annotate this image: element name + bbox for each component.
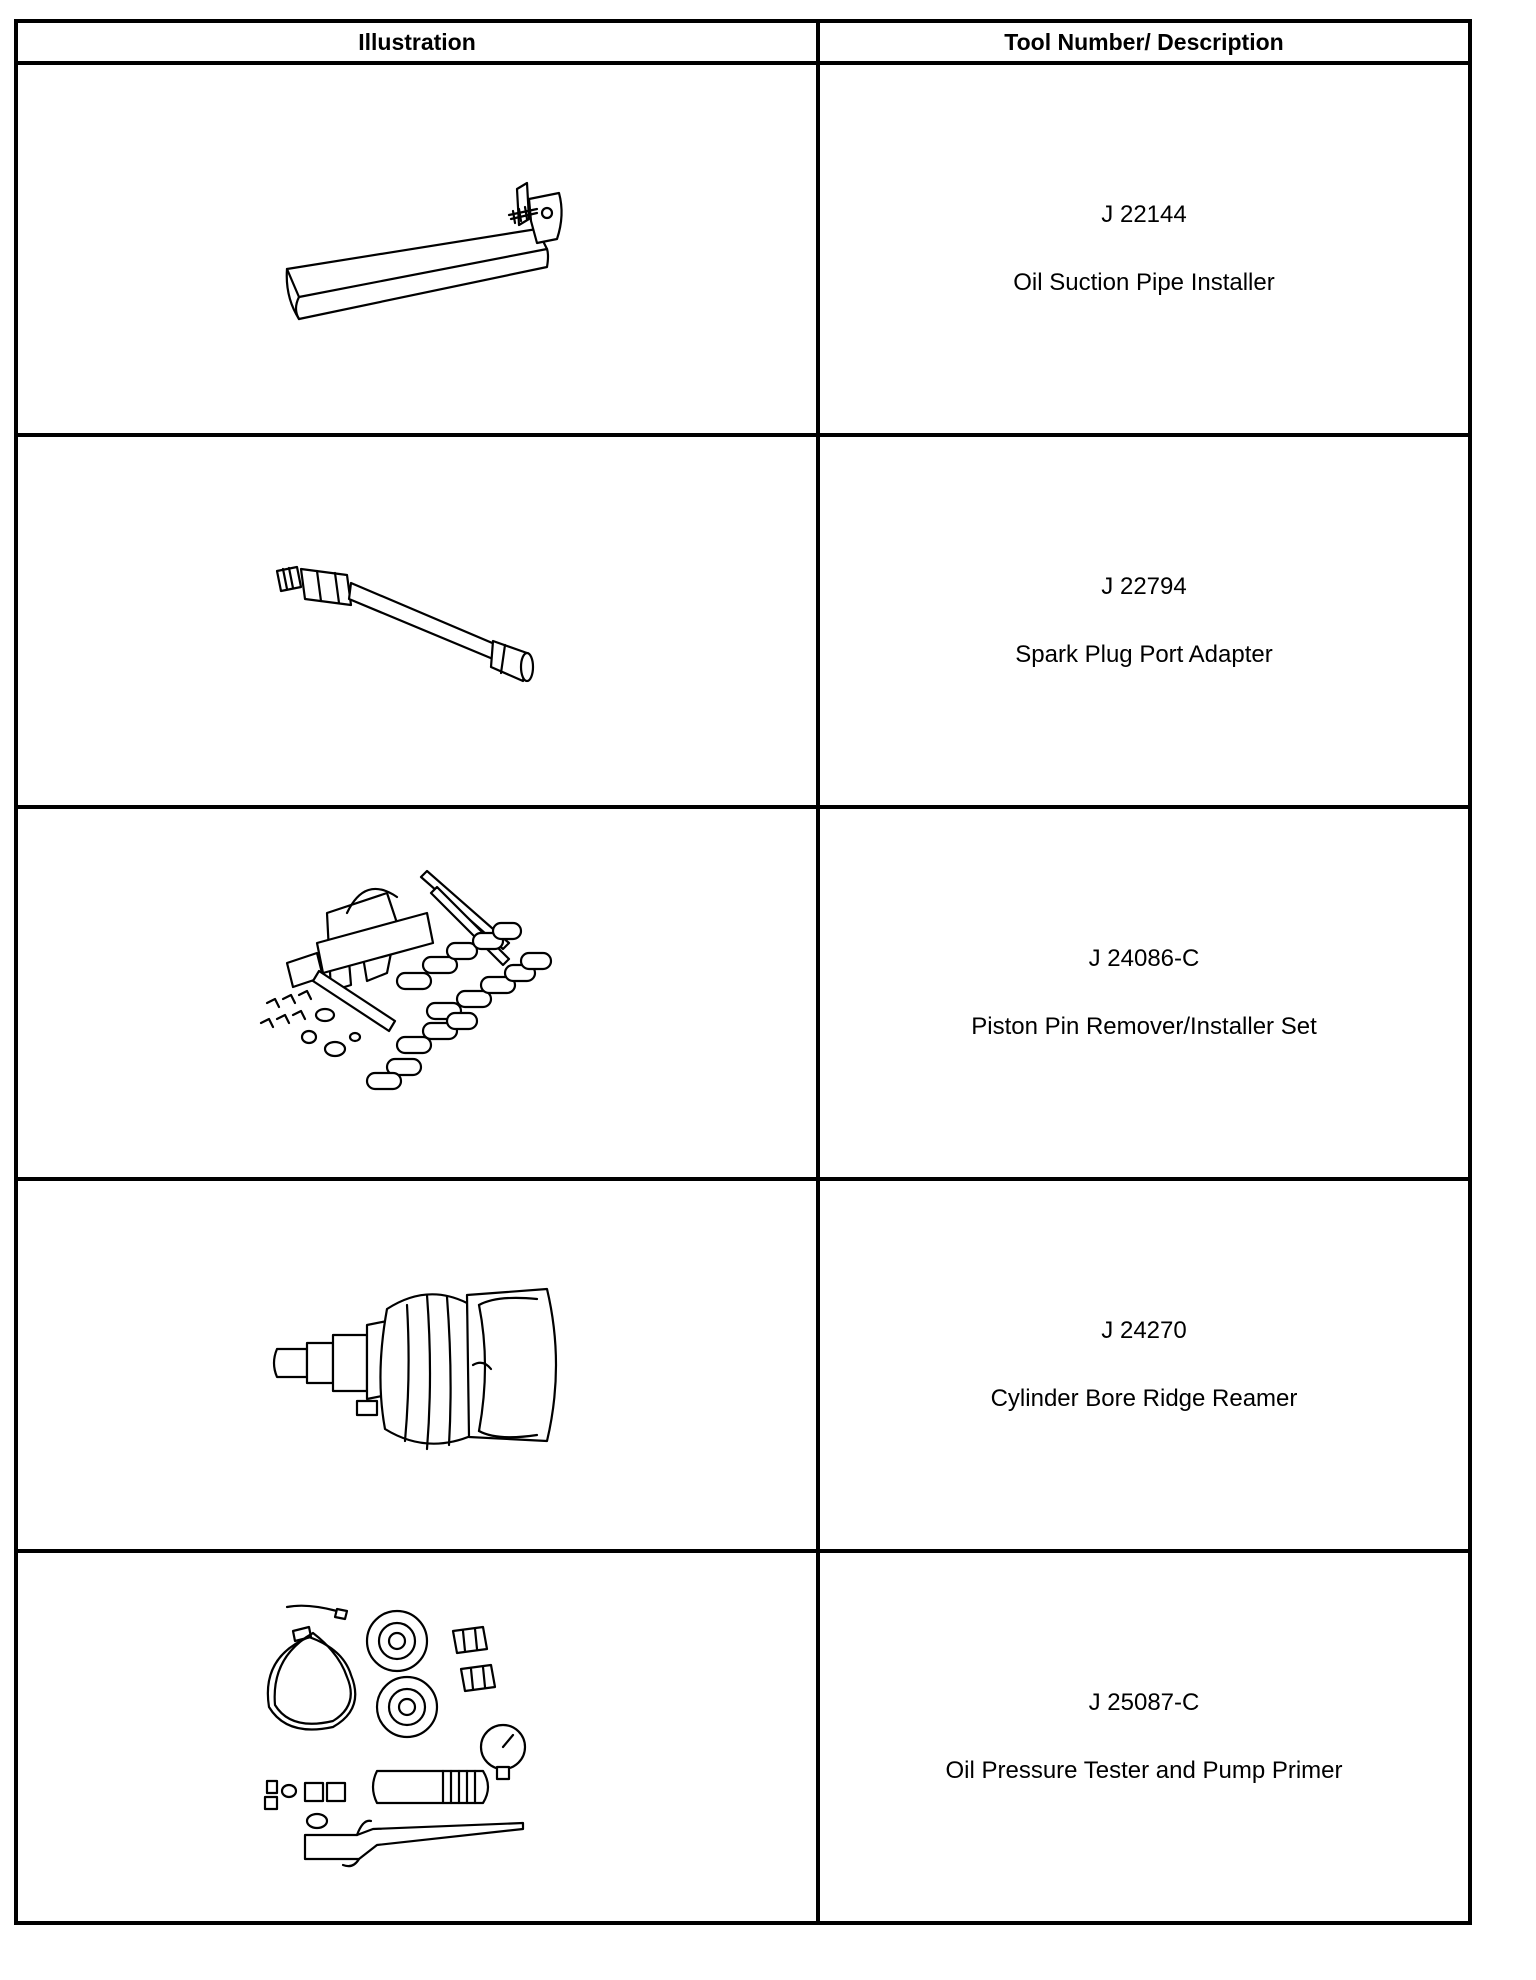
illustration-cell <box>14 805 820 1181</box>
oil-pressure-tester-pump-primer-illustration <box>263 1604 527 1868</box>
illustration-cell <box>14 433 820 809</box>
table-row: J 24270 Cylinder Bore Ridge Reamer <box>14 1177 1472 1553</box>
oil-suction-pipe-installer-illustration <box>285 181 563 321</box>
tool-cell: J 22794 Spark Plug Port Adapter <box>816 433 1472 809</box>
header-illustration: Illustration <box>14 19 820 65</box>
tool-description: Piston Pin Remover/Installer Set <box>971 1013 1317 1040</box>
piston-pin-remover-installer-set-illustration <box>259 869 553 1091</box>
table-row: J 22144 Oil Suction Pipe Installer <box>14 61 1472 437</box>
table-row: J 22794 Spark Plug Port Adapter <box>14 433 1472 809</box>
spark-plug-port-adapter-illustration <box>275 565 535 683</box>
table-row: J 24086-C Piston Pin Remover/Installer S… <box>14 805 1472 1181</box>
special-tools-table: Illustration Tool Number/ Description <box>14 19 1472 1925</box>
tool-number: J 24086-C <box>1088 945 1200 972</box>
tool-cell: J 22144 Oil Suction Pipe Installer <box>816 61 1472 437</box>
tool-number: J 25087-C <box>1088 1689 1200 1716</box>
tool-description: Cylinder Bore Ridge Reamer <box>990 1385 1298 1412</box>
cylinder-bore-ridge-reamer-illustration <box>272 1287 558 1451</box>
table-header-row: Illustration Tool Number/ Description <box>14 19 1472 65</box>
table-row: J 25087-C Oil Pressure Tester and Pump P… <box>14 1549 1472 1925</box>
tool-cell: J 24270 Cylinder Bore Ridge Reamer <box>816 1177 1472 1553</box>
illustration-cell <box>14 61 820 437</box>
tool-cell: J 25087-C Oil Pressure Tester and Pump P… <box>816 1549 1472 1925</box>
illustration-cell <box>14 1177 820 1553</box>
header-tool-number-description: Tool Number/ Description <box>816 19 1472 65</box>
tool-cell: J 24086-C Piston Pin Remover/Installer S… <box>816 805 1472 1181</box>
tool-number: J 22794 <box>1101 573 1187 600</box>
tool-description: Oil Suction Pipe Installer <box>1013 269 1275 296</box>
tool-number: J 24270 <box>1101 1317 1187 1344</box>
tool-description: Spark Plug Port Adapter <box>1015 641 1273 668</box>
illustration-cell <box>14 1549 820 1925</box>
tool-description: Oil Pressure Tester and Pump Primer <box>945 1757 1343 1784</box>
tool-number: J 22144 <box>1101 201 1187 228</box>
